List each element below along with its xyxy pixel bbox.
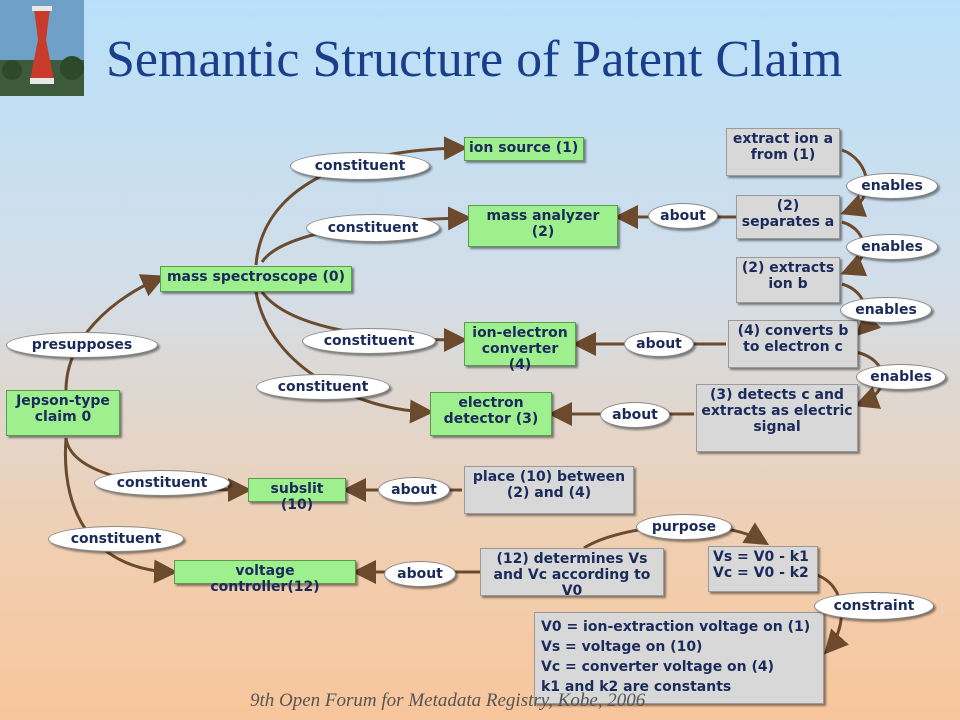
node-vs-vc-equations: Vs = V0 - k1 Vc = V0 - k2 [708,546,818,592]
relation-about-detector: about [600,402,670,428]
relation-enables-2: enables [846,234,938,260]
node-extracts-ion-b: (2) extracts ion b [736,257,840,303]
node-mass-spectroscope: mass spectroscope (0) [160,266,352,292]
node-extract-ion-a: extract ion a from (1) [726,128,840,176]
v0-definition: V0 = ion-extraction voltage on (1) [541,619,811,635]
k-definition: k1 and k2 are constants [541,679,732,695]
node-subslit: subslit (10) [248,478,346,513]
kobe-tower-logo [0,0,84,96]
node-place-10: place (10) between (2) and (4) [464,466,634,514]
relation-about-subslit: about [378,477,450,503]
vc-equation: Vc = V0 - k2 [713,565,809,581]
node-v0-definitions: V0 = ion-extraction voltage on (1) Vs = … [534,612,824,704]
node-ion-source: ion source (1) [464,137,584,161]
relation-enables-1: enables [846,173,938,199]
node-mass-analyzer: mass analyzer (2) [468,205,618,247]
relation-about-converter: about [624,331,694,357]
relation-constituent-detector: constituent [256,374,390,400]
node-voltage-controller: voltage controller(12) [174,560,356,595]
node-jepson-claim: Jepson-type claim 0 [6,390,120,436]
relation-constituent-voltage: constituent [48,526,184,552]
node-determines-vs: (12) determines Vs and Vc according to V… [480,548,664,599]
relation-constituent-mass-analyzer: constituent [306,214,440,242]
relation-presupposes: presupposes [6,332,158,358]
node-detects-c: (3) detects c and extracts as electric s… [696,384,858,452]
relation-enables-3: enables [840,297,932,323]
relation-constraint: constraint [814,592,934,620]
node-converts-b: (4) converts b to electron c [728,320,858,368]
relation-constituent-ion-source: constituent [290,152,430,180]
vs-definition: Vs = voltage on (10) [541,639,703,655]
edge-constituent-ion-source [254,136,468,266]
slide-title: Semantic Structure of Patent Claim [106,31,843,88]
vs-equation: Vs = V0 - k1 [713,549,809,565]
relation-constituent-subslit: constituent [94,470,230,496]
vc-definition: Vc = converter voltage on (4) [541,659,775,675]
relation-constituent-converter: constituent [302,328,436,354]
node-electron-detector: electron detector (3) [430,392,552,436]
relation-about-voltage: about [384,561,456,587]
slide-footer: 9th Open Forum for Metadata Registry, Ko… [250,690,646,711]
node-separates-a: (2) separates a [736,195,840,239]
relation-purpose: purpose [636,514,732,540]
relation-about-mass-analyzer: about [648,203,718,229]
edge-presupposes [64,274,166,391]
node-ion-electron-converter: ion-electron converter (4) [464,322,576,373]
relation-enables-4: enables [856,364,946,390]
